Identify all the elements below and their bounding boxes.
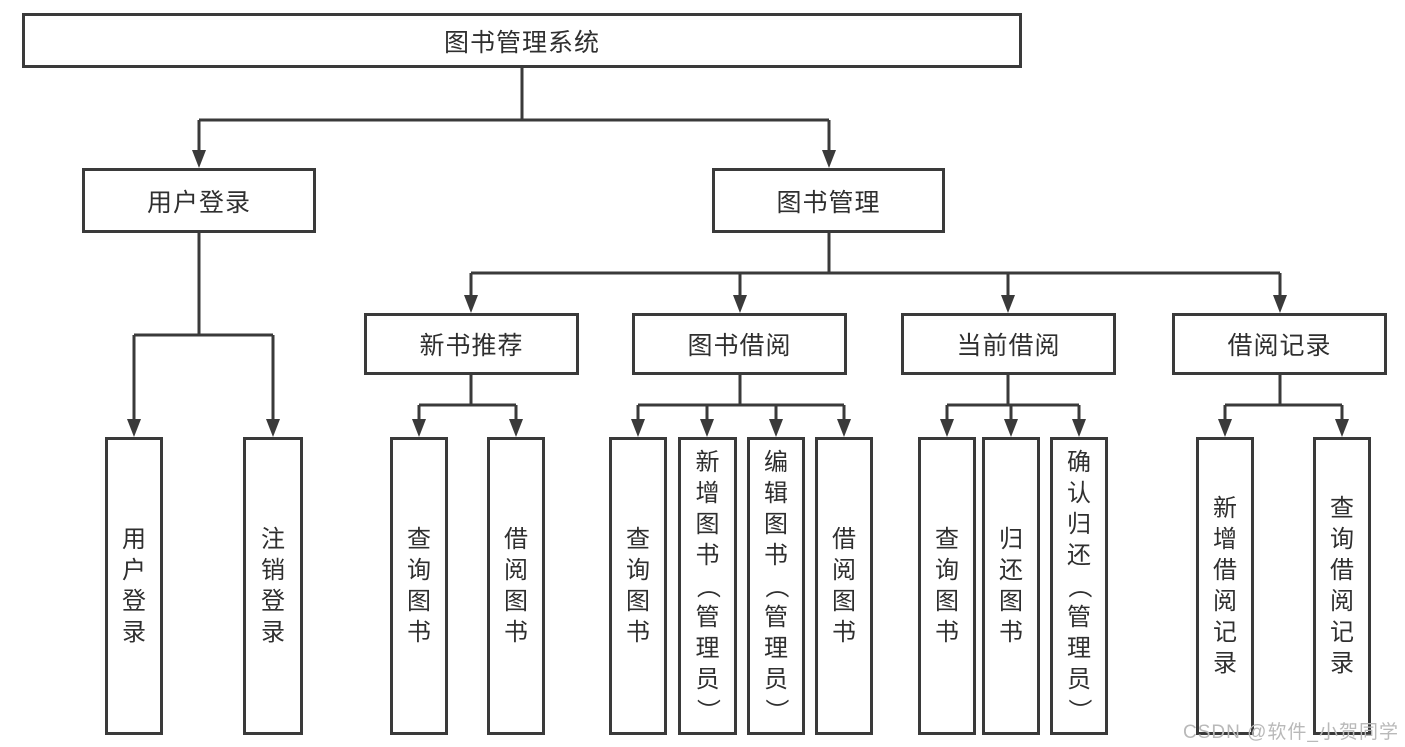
connector-user-login-branch	[132, 233, 275, 421]
arrowhead-icon	[940, 419, 954, 437]
node-leaf-borrow-books-borrowing: 借阅图书	[815, 437, 873, 735]
arrowhead-icon	[631, 419, 645, 437]
arrowhead-icon	[837, 419, 851, 437]
node-leaf-query-borrow-record: 查询借阅记录	[1313, 437, 1371, 735]
arrowhead-icon	[412, 419, 426, 437]
node-leaf-borrow-books-recommend: 借阅图书	[487, 437, 545, 735]
node-leaf-add-borrow-record: 新增借阅记录	[1196, 437, 1254, 735]
arrowhead-icon	[127, 419, 141, 437]
arrowhead-icon	[822, 150, 836, 168]
connector-borrow-record-branch	[1223, 375, 1344, 421]
node-leaf-return-book: 归还图书	[982, 437, 1040, 735]
connector-new-book-branch	[417, 375, 518, 421]
csdn-watermark: CSDN @软件_小贺同学	[1183, 722, 1399, 743]
node-leaf-user-login: 用户登录	[105, 437, 163, 735]
connector-root-to-level2	[197, 68, 831, 152]
node-leaf-query-books-borrowing: 查询图书	[609, 437, 667, 735]
arrowhead-icon	[733, 295, 747, 313]
node-leaf-edit-book-admin: 编辑图书（管理员）	[747, 437, 805, 735]
node-leaf-confirm-return-admin: 确认归还（管理员）	[1050, 437, 1108, 735]
arrowhead-icon	[769, 419, 783, 437]
arrowhead-icon	[1001, 295, 1015, 313]
node-root-library-system: 图书管理系统	[22, 13, 1022, 68]
arrowhead-icon	[1335, 419, 1349, 437]
node-book-borrowing: 图书借阅	[632, 313, 847, 375]
connector-book-mgmt-branch	[469, 233, 1282, 297]
arrowhead-icon	[192, 150, 206, 168]
node-user-login: 用户登录	[82, 168, 316, 233]
arrowhead-icon	[509, 419, 523, 437]
connector-book-borrow-branch	[636, 375, 846, 421]
arrowhead-icon	[1004, 419, 1018, 437]
node-current-borrowing: 当前借阅	[901, 313, 1116, 375]
node-leaf-add-book-admin: 新增图书（管理员）	[678, 437, 737, 735]
arrowheads	[127, 150, 1349, 437]
arrowhead-icon	[700, 419, 714, 437]
node-leaf-query-books-current: 查询图书	[918, 437, 976, 735]
node-leaf-logout: 注销登录	[243, 437, 303, 735]
node-new-book-recommend: 新书推荐	[364, 313, 579, 375]
arrowhead-icon	[464, 295, 478, 313]
node-leaf-query-books-recommend: 查询图书	[390, 437, 448, 735]
connector-current-borrow-branch	[945, 375, 1081, 421]
node-book-management: 图书管理	[712, 168, 945, 233]
node-borrowing-records: 借阅记录	[1172, 313, 1387, 375]
arrowhead-icon	[1218, 419, 1232, 437]
arrowhead-icon	[266, 419, 280, 437]
arrowhead-icon	[1072, 419, 1086, 437]
arrowhead-icon	[1273, 295, 1287, 313]
